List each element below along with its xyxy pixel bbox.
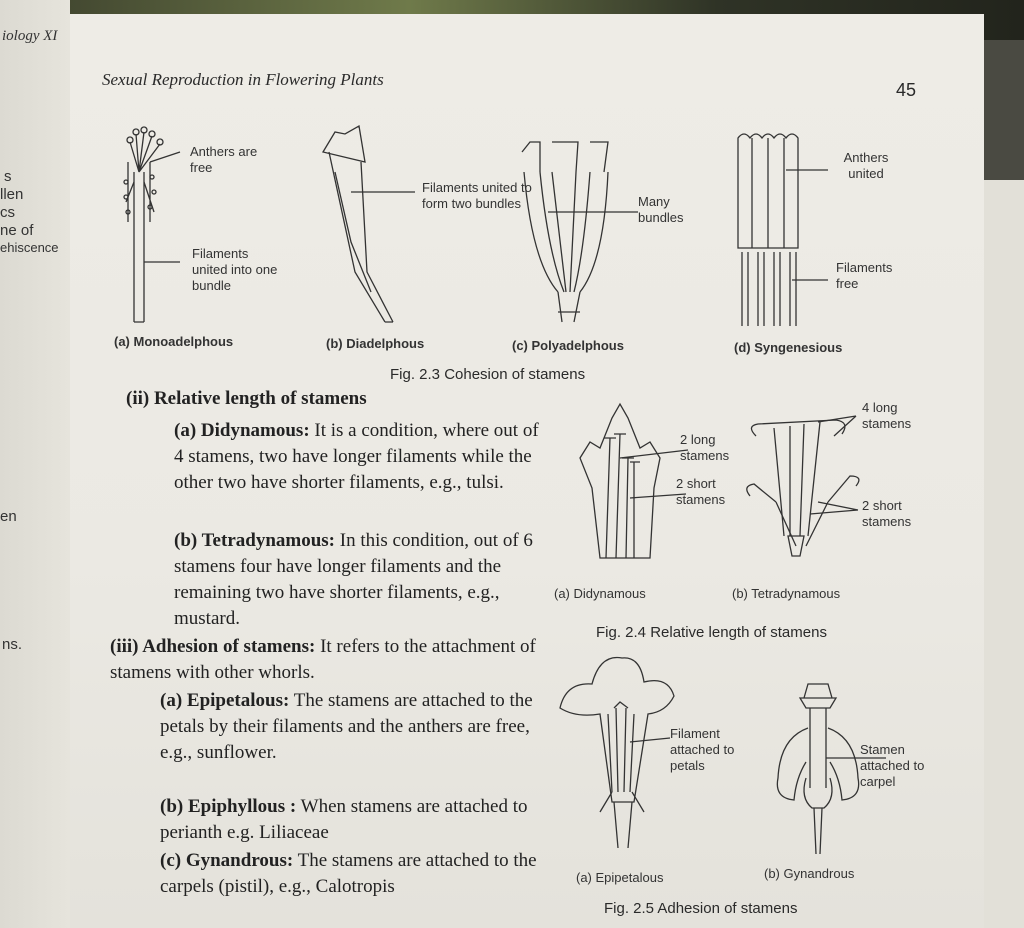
label-epipetalous: (a) Epipetalous xyxy=(576,870,664,885)
text-didynamous: It is a condition, where out of 4 stamen… xyxy=(174,420,539,493)
callout-filament-attached-petals: Filament attached to petals xyxy=(670,726,735,773)
monoadelphous-drawing xyxy=(123,126,181,323)
text-epiphyllous: When stamens are attached to perianth e.… xyxy=(160,796,528,843)
figure-caption-2-5: Fig. 2.5 Adhesion of stamens xyxy=(604,900,798,917)
label-didynamous: (a) Didynamous xyxy=(554,586,646,601)
callout-anthers-united: Anthers united xyxy=(843,150,889,181)
paragraph-tetradynamous: (b) Tetradynamous: In this condition, ou… xyxy=(174,528,546,632)
paragraph-epiphyllous: (b) Epiphyllous : When stamens are attac… xyxy=(160,794,546,846)
left-fragment: ne of xyxy=(0,222,34,239)
term-didynamous: (a) Didynamous: xyxy=(174,420,310,441)
left-fragment: en xyxy=(0,508,17,525)
label-polyadelphous: (c) Polyadelphous xyxy=(512,338,624,353)
label-diadelphous: (b) Diadelphous xyxy=(326,336,425,351)
tetradynamous-drawing xyxy=(746,415,860,557)
left-fragment: ns. xyxy=(2,636,23,653)
paragraph-adhesion: (iii) Adhesion of stamens: It refers to … xyxy=(110,634,546,686)
left-page-edge: iology XI s llen cs ne of ehiscence en n… xyxy=(0,0,70,928)
callout-filaments-two-bundles: Filaments united to form two bundles xyxy=(422,180,532,211)
text-epipetalous: The stamens are attached to the petals b… xyxy=(160,690,533,763)
callout-4-long-stamens: 4 long stamens xyxy=(862,400,912,431)
paragraph-didynamous: (a) Didynamous: It is a condition, where… xyxy=(174,418,546,496)
syngenesious-drawing xyxy=(737,133,828,326)
paragraph-epipetalous: (a) Epipetalous: The stamens are attache… xyxy=(160,688,546,766)
label-gynandrous: (b) Gynandrous xyxy=(764,866,855,881)
polyadelphous-drawing xyxy=(521,141,638,323)
callout-many-bundles: Many bundles xyxy=(638,194,684,225)
left-fragment: llen xyxy=(0,186,24,203)
callout-filaments-free: Filaments free xyxy=(836,260,893,291)
callout-2-long-stamens: 2 long stamens xyxy=(680,432,730,463)
section-heading-adhesion: (iii) Adhesion of stamens: xyxy=(110,636,316,657)
textbook-page: Sexual Reproduction in Flowering Plants … xyxy=(70,14,984,928)
right-page-edge xyxy=(982,180,1024,928)
figure-caption-2-3: Fig. 2.3 Cohesion of stamens xyxy=(390,366,586,383)
left-page-header: iology XI xyxy=(2,28,58,44)
epipetalous-drawing xyxy=(559,656,675,849)
callout-stamen-attached-carpel: Stamen attached to carpel xyxy=(860,742,925,789)
term-gynandrous: (c) Gynandrous: xyxy=(160,850,294,871)
callout-2-short-stamens-b: 2 short stamens xyxy=(862,498,912,529)
didynamous-drawing xyxy=(579,402,689,559)
term-epiphyllous: (b) Epiphyllous : xyxy=(160,796,297,817)
label-syngenesious: (d) Syngenesious xyxy=(734,340,843,355)
left-fragment: cs xyxy=(0,204,15,221)
text-gynandrous: The stamens are attached to the carpels … xyxy=(160,850,537,897)
label-tetradynamous: (b) Tetradynamous xyxy=(732,586,841,601)
section-heading-relative-length: (ii) Relative length of stamens xyxy=(126,388,367,409)
left-fragment: s xyxy=(4,168,12,185)
running-header: Sexual Reproduction in Flowering Plants xyxy=(102,70,384,89)
paragraph-gynandrous: (c) Gynandrous: The stamens are attached… xyxy=(160,848,546,900)
callout-anthers-free: Anthers are free xyxy=(190,144,258,175)
left-fragment: ehiscence xyxy=(0,240,59,255)
term-tetradynamous: (b) Tetradynamous: xyxy=(174,530,335,551)
gynandrous-drawing xyxy=(776,683,886,855)
text-tetradynamous: In this condition, out of 6 stamens four… xyxy=(174,530,533,629)
callout-filaments-one-bundle: Filaments united into one bundle xyxy=(192,246,278,293)
text-adhesion-intro: It refers to the attachment of stamens w… xyxy=(110,636,536,683)
term-epipetalous: (a) Epipetalous: xyxy=(160,690,290,711)
diadelphous-drawing xyxy=(321,124,415,323)
callout-2-short-stamens-a: 2 short stamens xyxy=(676,476,726,507)
label-monoadelphous: (a) Monoadelphous xyxy=(114,334,234,349)
page-number: 45 xyxy=(896,80,917,100)
figure-caption-2-4: Fig. 2.4 Relative length of stamens xyxy=(596,624,827,641)
